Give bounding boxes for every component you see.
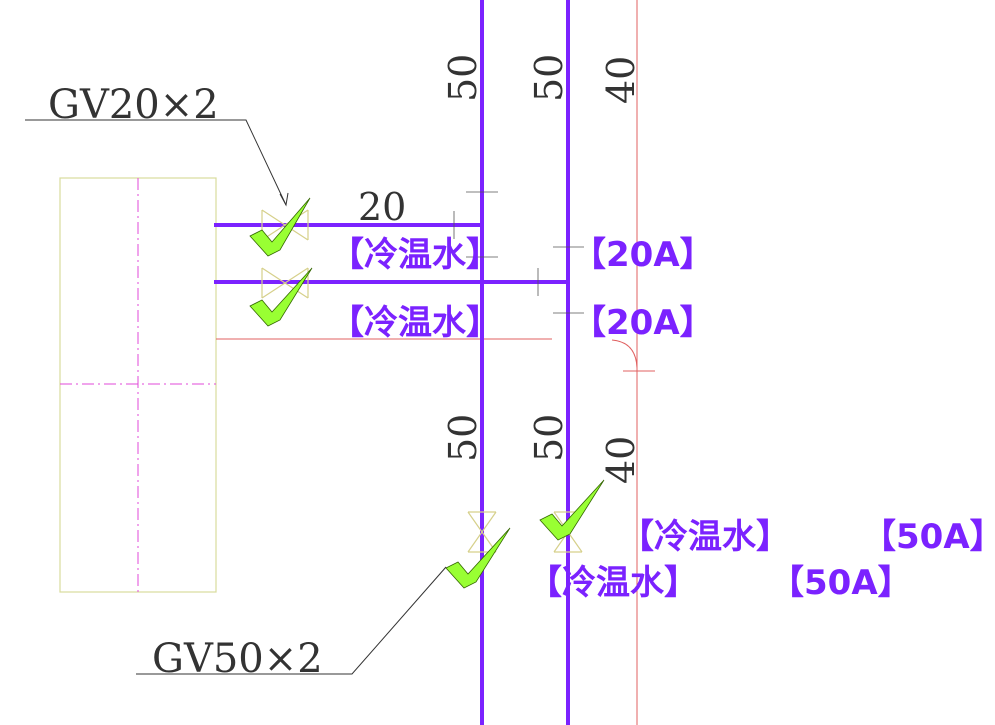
dim-riser1-top: 50	[441, 54, 485, 102]
gate-valve-icon	[261, 267, 309, 299]
dim-riser1-bottom: 50	[441, 414, 485, 462]
gate-valve-icon	[467, 511, 497, 553]
check-mark-icon	[539, 479, 605, 541]
dim-riser2-top: 50	[527, 54, 571, 102]
tag-riser1-service: 【冷温水】	[528, 563, 698, 603]
tag-branch2-service: 【冷温水】	[330, 303, 500, 343]
check-mark-icon	[445, 527, 511, 589]
leader-label-top: GV20×2	[48, 82, 219, 128]
equipment-unit	[59, 177, 217, 593]
dim-branch-size: 20	[358, 185, 406, 229]
leader-label-bottom: GV50×2	[152, 636, 323, 682]
tag-branch1-service: 【冷温水】	[330, 235, 500, 275]
leader-top	[25, 119, 289, 207]
pipe-ticks	[453, 191, 584, 314]
check-mark-icon	[249, 197, 311, 257]
dim-riser3-bottom: 40	[599, 436, 643, 484]
dim-riser2-bottom: 50	[527, 414, 571, 462]
dim-riser3-top: 40	[599, 56, 643, 104]
leader-bottom	[136, 566, 447, 675]
check-mark-icon	[249, 267, 313, 327]
tag-branch2-size: 【20A】	[572, 303, 714, 343]
tag-branch1-size: 【20A】	[572, 235, 714, 275]
tag-riser2-service: 【冷温水】	[620, 517, 790, 557]
tag-riser1-size: 【50A】	[770, 563, 912, 603]
tag-riser2-size: 【50A】	[862, 517, 995, 557]
red-elbow	[611, 339, 638, 369]
gate-valve-icon	[261, 209, 309, 241]
